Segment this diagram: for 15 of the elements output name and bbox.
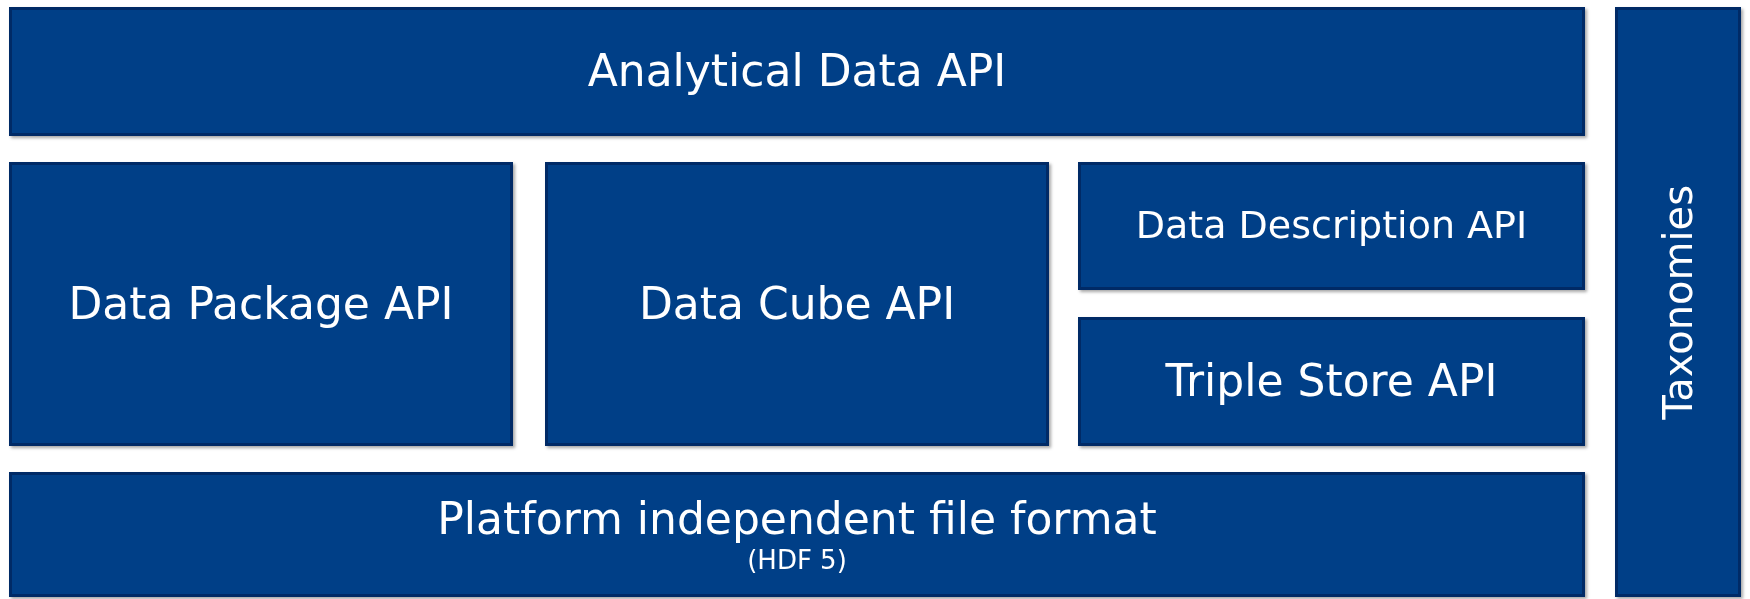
layer-subtitle: (HDF 5)	[747, 545, 847, 577]
layer-box	[1078, 162, 1585, 290]
layer-title: Data Cube API	[638, 277, 956, 331]
layer-box	[545, 162, 1049, 446]
layer-box	[9, 472, 1585, 597]
layer-title: Triple Store API	[1165, 355, 1498, 408]
layer-box	[9, 162, 513, 446]
layer-box	[1078, 317, 1585, 446]
layer-title: Data Package API	[68, 277, 454, 331]
layer-title: Analytical Data API	[587, 45, 1007, 98]
vertical-layer-bar	[1615, 7, 1741, 597]
layer-title: Platform independent file format	[437, 492, 1157, 546]
layer-box	[9, 7, 1585, 136]
layer-title: Data Description API	[1135, 203, 1528, 249]
layer-title: Taxonomies	[1654, 184, 1702, 420]
